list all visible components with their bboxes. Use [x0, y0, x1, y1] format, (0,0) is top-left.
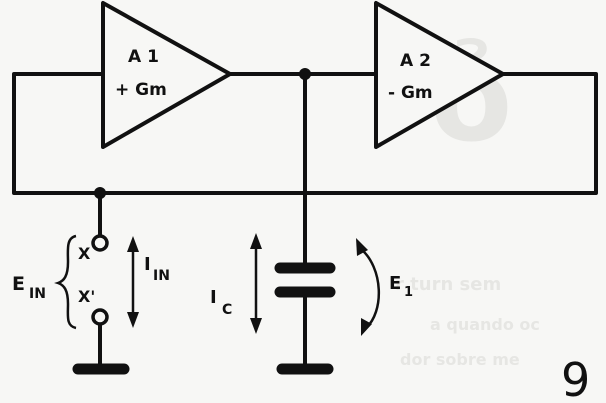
svg-text:IN: IN: [29, 286, 46, 302]
label-i-in: I IN: [144, 254, 170, 284]
junction-node-top: [299, 68, 311, 80]
label-e-in: E IN: [12, 273, 46, 302]
amplifier-a2: A 2 - Gm: [374, 1, 505, 149]
label-i-c: I C: [210, 287, 232, 318]
junction-node-input: [94, 187, 106, 199]
svg-text:a quando oc: a quando oc: [430, 315, 540, 334]
capacitor: [274, 262, 336, 298]
svg-text:I: I: [144, 254, 151, 275]
amplifier-a1-name: A 1: [128, 47, 159, 67]
svg-text:IN: IN: [153, 268, 170, 284]
amplifier-a2-name: A 2: [400, 51, 431, 71]
label-x: X: [78, 244, 91, 263]
svg-text:E: E: [12, 273, 25, 295]
svg-text:C: C: [222, 302, 232, 318]
svg-text:r turn sem: r turn sem: [395, 274, 501, 295]
svg-text:dor sobre me: dor sobre me: [400, 350, 520, 369]
svg-text:E: E: [389, 273, 401, 294]
label-e1: E 1: [389, 273, 413, 300]
i-in-arrow-icon: [127, 236, 139, 328]
svg-text:I: I: [210, 287, 217, 308]
amplifier-a1: A 1 + Gm: [101, 1, 232, 149]
e1-arrow-icon: [356, 238, 380, 336]
i-c-arrow-icon: [250, 233, 262, 334]
amplifier-a1-gain: + Gm: [115, 80, 167, 100]
svg-text:1: 1: [404, 285, 413, 300]
amplifier-a2-gain: - Gm: [388, 83, 433, 103]
terminal-x-prime: [91, 308, 109, 326]
e-in-brace: [54, 234, 77, 330]
terminal-x: [91, 234, 109, 252]
label-x-prime: X': [78, 287, 95, 306]
figure-number: 9: [561, 353, 590, 403]
